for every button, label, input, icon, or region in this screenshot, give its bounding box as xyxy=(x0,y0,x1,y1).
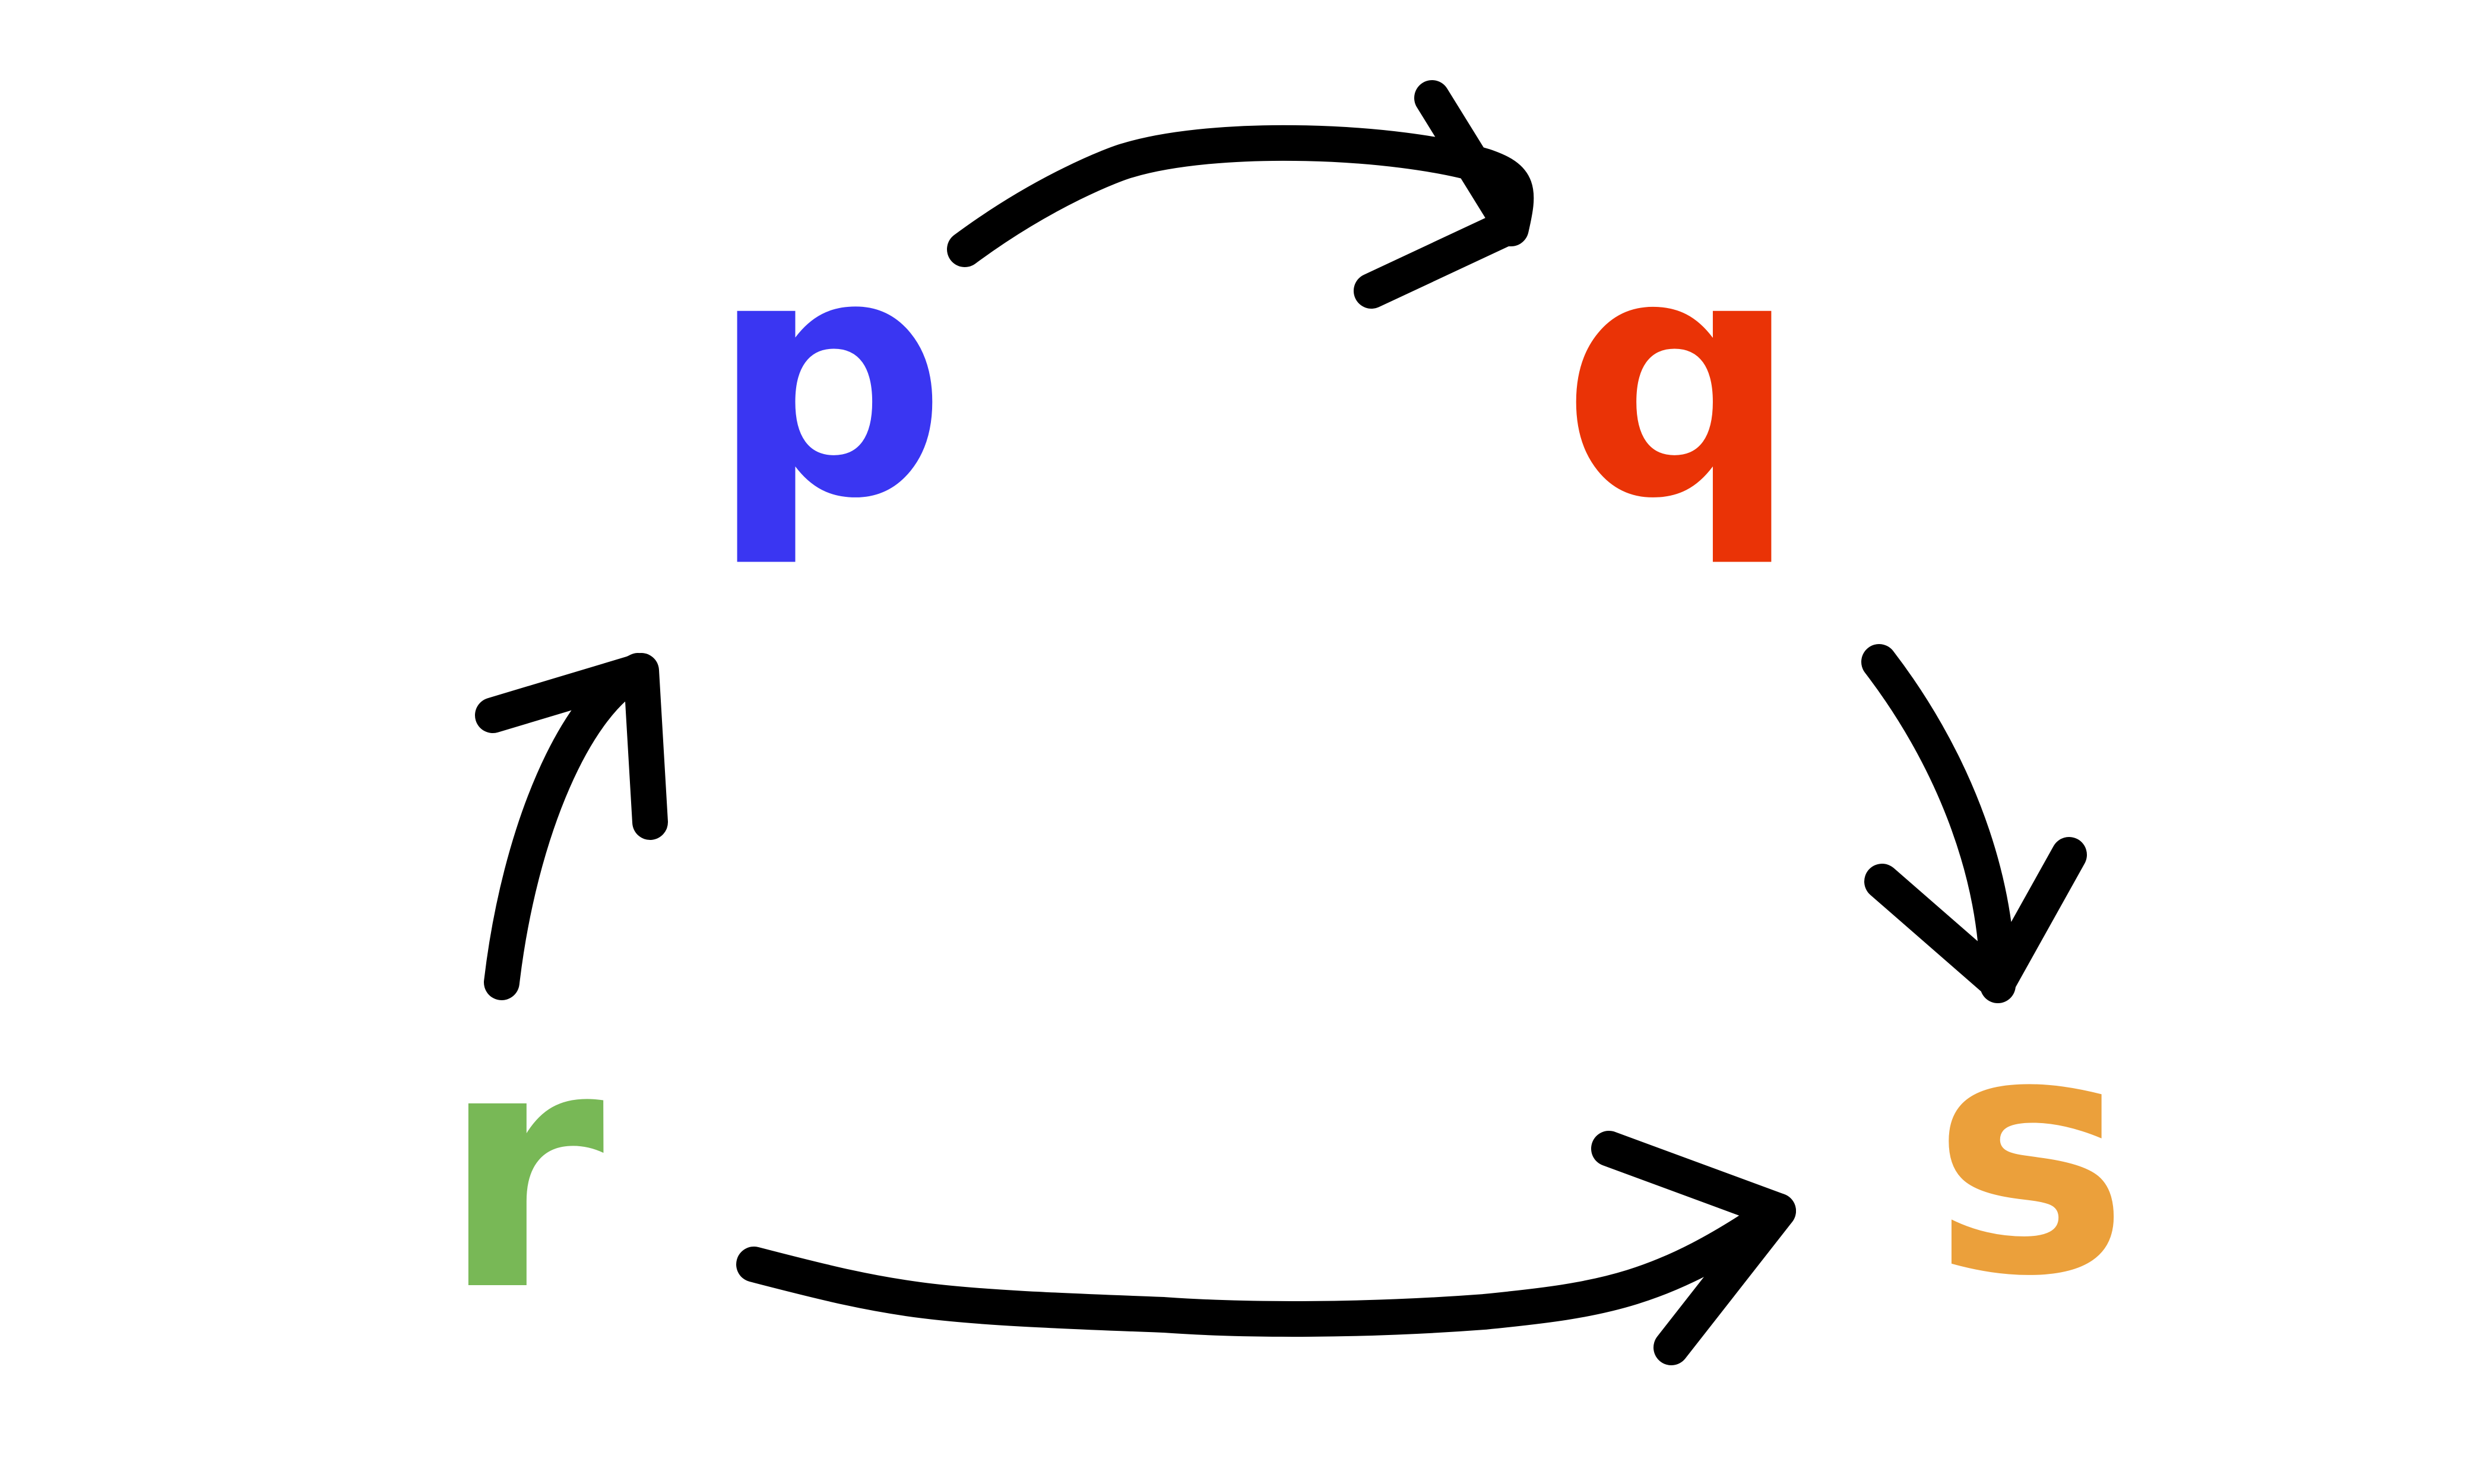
node-q: q xyxy=(1561,185,1800,572)
node-r: r xyxy=(441,977,607,1364)
edge-r-to-p xyxy=(475,653,668,1000)
edge-r-to-s-arrowhead xyxy=(1591,1131,1796,1365)
node-p: p xyxy=(709,185,948,572)
edge-r-to-p-arrowhead xyxy=(475,653,668,840)
edge-r-to-s-line xyxy=(736,1193,1796,1337)
edge-p-to-q-arrowhead xyxy=(1354,80,1529,309)
edge-q-to-s xyxy=(1861,644,2087,1003)
edge-p-to-q-line xyxy=(947,125,1534,267)
edge-r-to-s xyxy=(736,1131,1796,1365)
node-s: s xyxy=(1931,962,2129,1349)
edge-q-to-s-line xyxy=(1861,644,2016,1003)
edge-q-to-s-arrowhead xyxy=(1864,837,2087,1000)
edge-p-to-q xyxy=(947,80,1534,309)
